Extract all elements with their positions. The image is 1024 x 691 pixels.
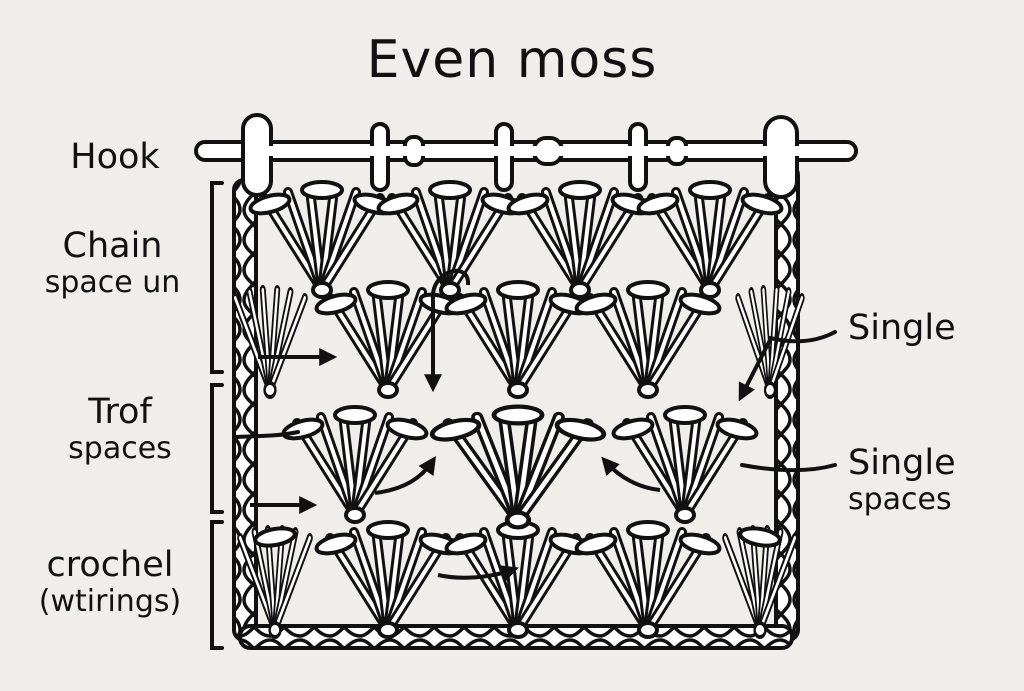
label-crochel-line1: crochel: [46, 545, 174, 585]
right-edge-chain: [774, 163, 800, 642]
direction-arrows: [250, 300, 772, 583]
row-2-fans: [235, 282, 802, 397]
label-chain-space: Chain space un: [25, 226, 200, 301]
label-crochel: crochel (wtirings): [20, 545, 200, 620]
label-crochel-line2: (wtirings): [38, 584, 182, 620]
label-single-spaces-line2: spaces: [848, 482, 952, 518]
label-hook: Hook: [40, 137, 190, 177]
label-trof-spaces: Trof spaces: [40, 392, 200, 467]
label-single-spaces-line1: Single: [848, 443, 956, 483]
label-trof-spaces-line1: Trof: [88, 392, 152, 432]
diagram-title: Even moss: [366, 30, 658, 90]
label-single-text: Single: [848, 308, 956, 348]
label-chain-space-line1: Chain: [62, 226, 163, 266]
row-4-fans: [240, 522, 795, 637]
label-single-spaces: Single spaces: [848, 443, 1008, 518]
label-trof-spaces-line2: spaces: [68, 431, 172, 467]
label-hook-text: Hook: [70, 137, 160, 177]
label-single: Single: [848, 308, 988, 348]
hook-shaft: [194, 113, 858, 199]
bracket-chain-space: [210, 181, 224, 650]
label-chain-space-line2: space un: [44, 265, 181, 301]
row-1-fans: [249, 182, 784, 297]
row-3-fans: [282, 407, 759, 528]
